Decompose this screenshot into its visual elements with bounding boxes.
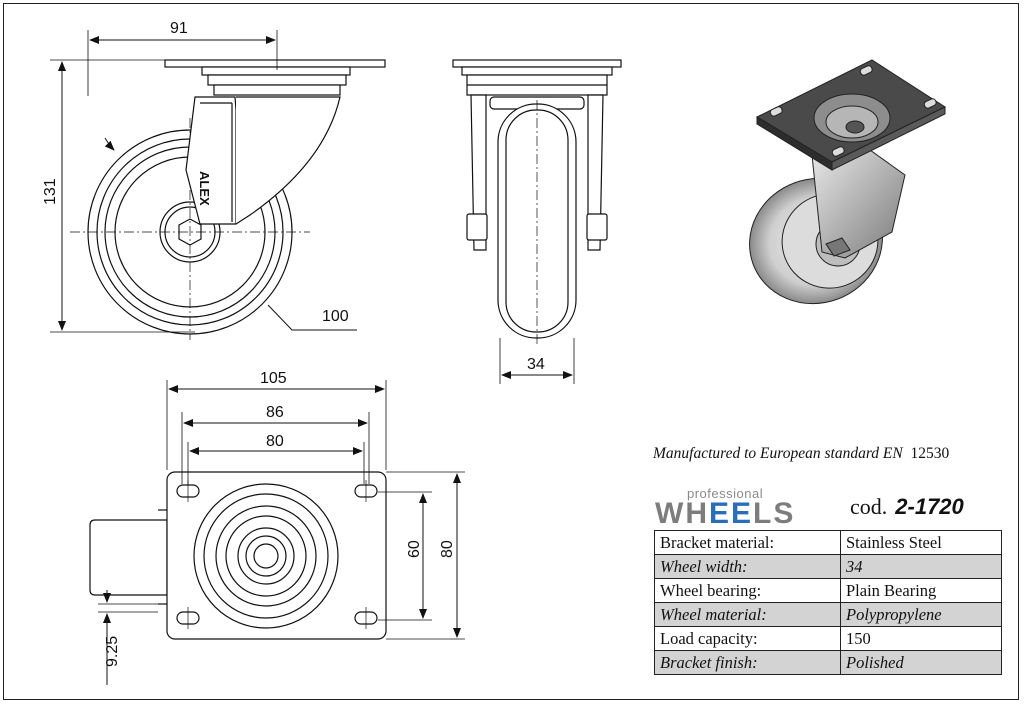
logo-part-start: WH xyxy=(655,497,709,530)
sheet-border xyxy=(3,3,1019,700)
spec-key: Load capacity: xyxy=(654,626,841,651)
product-code: cod. 2-1720 xyxy=(850,494,964,520)
code-label: cod. xyxy=(850,494,888,519)
logo-part-end: LS xyxy=(753,497,796,530)
standard-note: Manufactured to European standard EN 125… xyxy=(653,445,949,463)
top-dimensions xyxy=(98,380,465,685)
side-dimensions xyxy=(50,30,278,333)
logo-subtitle: professional xyxy=(687,486,764,501)
spec-key: Wheel material: xyxy=(654,602,841,627)
iso-view xyxy=(749,59,947,305)
front-view xyxy=(452,59,622,345)
standard-label: Manufactured to European standard EN xyxy=(653,445,903,462)
dim-hole-spacing-inner: 80 xyxy=(266,433,284,450)
spec-value: Plain Bearing xyxy=(840,578,1002,603)
spec-row: Load capacity:150 xyxy=(654,626,1002,651)
top-view xyxy=(89,471,387,640)
brand-logo: WHEELS xyxy=(655,497,795,531)
dim-plate-length: 105 xyxy=(260,370,287,387)
spec-value: Stainless Steel xyxy=(840,530,1002,555)
spec-row: Wheel material:Polypropylene xyxy=(654,602,1002,627)
bracket-marking: ALEX xyxy=(197,171,212,206)
spec-value: Polished xyxy=(840,650,1002,675)
logo-part-accent: EE xyxy=(708,497,754,530)
code-value: 2-1720 xyxy=(895,494,964,519)
dim-top-width: 91 xyxy=(170,20,188,37)
spec-key: Bracket material: xyxy=(654,530,841,555)
spec-key: Bracket finish: xyxy=(654,650,841,675)
front-dimensions xyxy=(499,338,575,384)
side-view xyxy=(70,59,386,340)
spec-value: Polypropylene xyxy=(840,602,1002,627)
dim-wheel-width: 34 xyxy=(527,356,545,373)
spec-value: 34 xyxy=(840,554,1002,579)
axle-nut xyxy=(178,218,202,246)
standard-number: 12530 xyxy=(910,445,950,462)
dim-plate-width: 80 xyxy=(439,540,456,558)
spec-key: Wheel bearing: xyxy=(654,578,841,603)
spec-row: Wheel width:34 xyxy=(654,554,1002,579)
spec-table: Bracket material:Stainless Steel Wheel w… xyxy=(654,530,1002,675)
dim-height: 131 xyxy=(42,178,59,205)
dim-plate-width-inner: 60 xyxy=(406,540,423,558)
dim-hole-spacing-outer: 86 xyxy=(266,404,284,421)
spec-row: Wheel bearing:Plain Bearing xyxy=(654,578,1002,603)
dim-offset: 9.25 xyxy=(104,636,121,667)
spec-row: Bracket finish:Polished xyxy=(654,650,1002,675)
spec-value: 150 xyxy=(840,626,1002,651)
dim-wheel-diameter: 100 xyxy=(322,308,349,325)
spec-key: Wheel width: xyxy=(654,554,841,579)
spec-row: Bracket material:Stainless Steel xyxy=(654,530,1002,555)
